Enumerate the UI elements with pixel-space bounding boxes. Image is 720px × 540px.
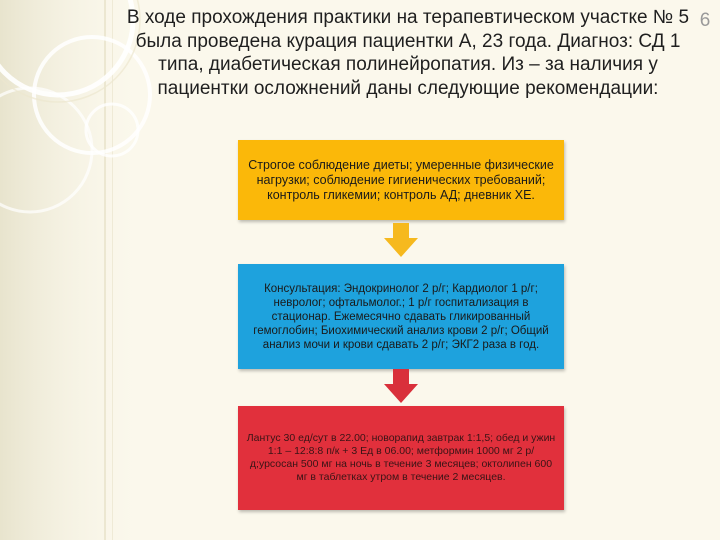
flow-step-consultation-box: Консультация: Эндокринолог 2 р/г; Кардио… <box>238 264 564 369</box>
flow-step-diet-box: Строгое соблюдение диеты; умеренные физи… <box>238 140 564 220</box>
flow-step-consultation-text: Консультация: Эндокринолог 2 р/г; Кардио… <box>253 282 549 351</box>
flow-step-diet-text: Строгое соблюдение диеты; умеренные физи… <box>248 157 554 202</box>
page-number: 6 <box>699 10 711 31</box>
down-arrow-icon <box>384 369 418 403</box>
flow-step-medication-text: Лантус 30 ед/сут в 22.00; новорапид завт… <box>246 432 556 483</box>
flow-step-medication-box: Лантус 30 ед/сут в 22.00; новорапид завт… <box>238 406 564 510</box>
slide-title: В ходе прохождения практики на терапевти… <box>126 7 690 99</box>
down-arrow-icon <box>384 223 418 257</box>
